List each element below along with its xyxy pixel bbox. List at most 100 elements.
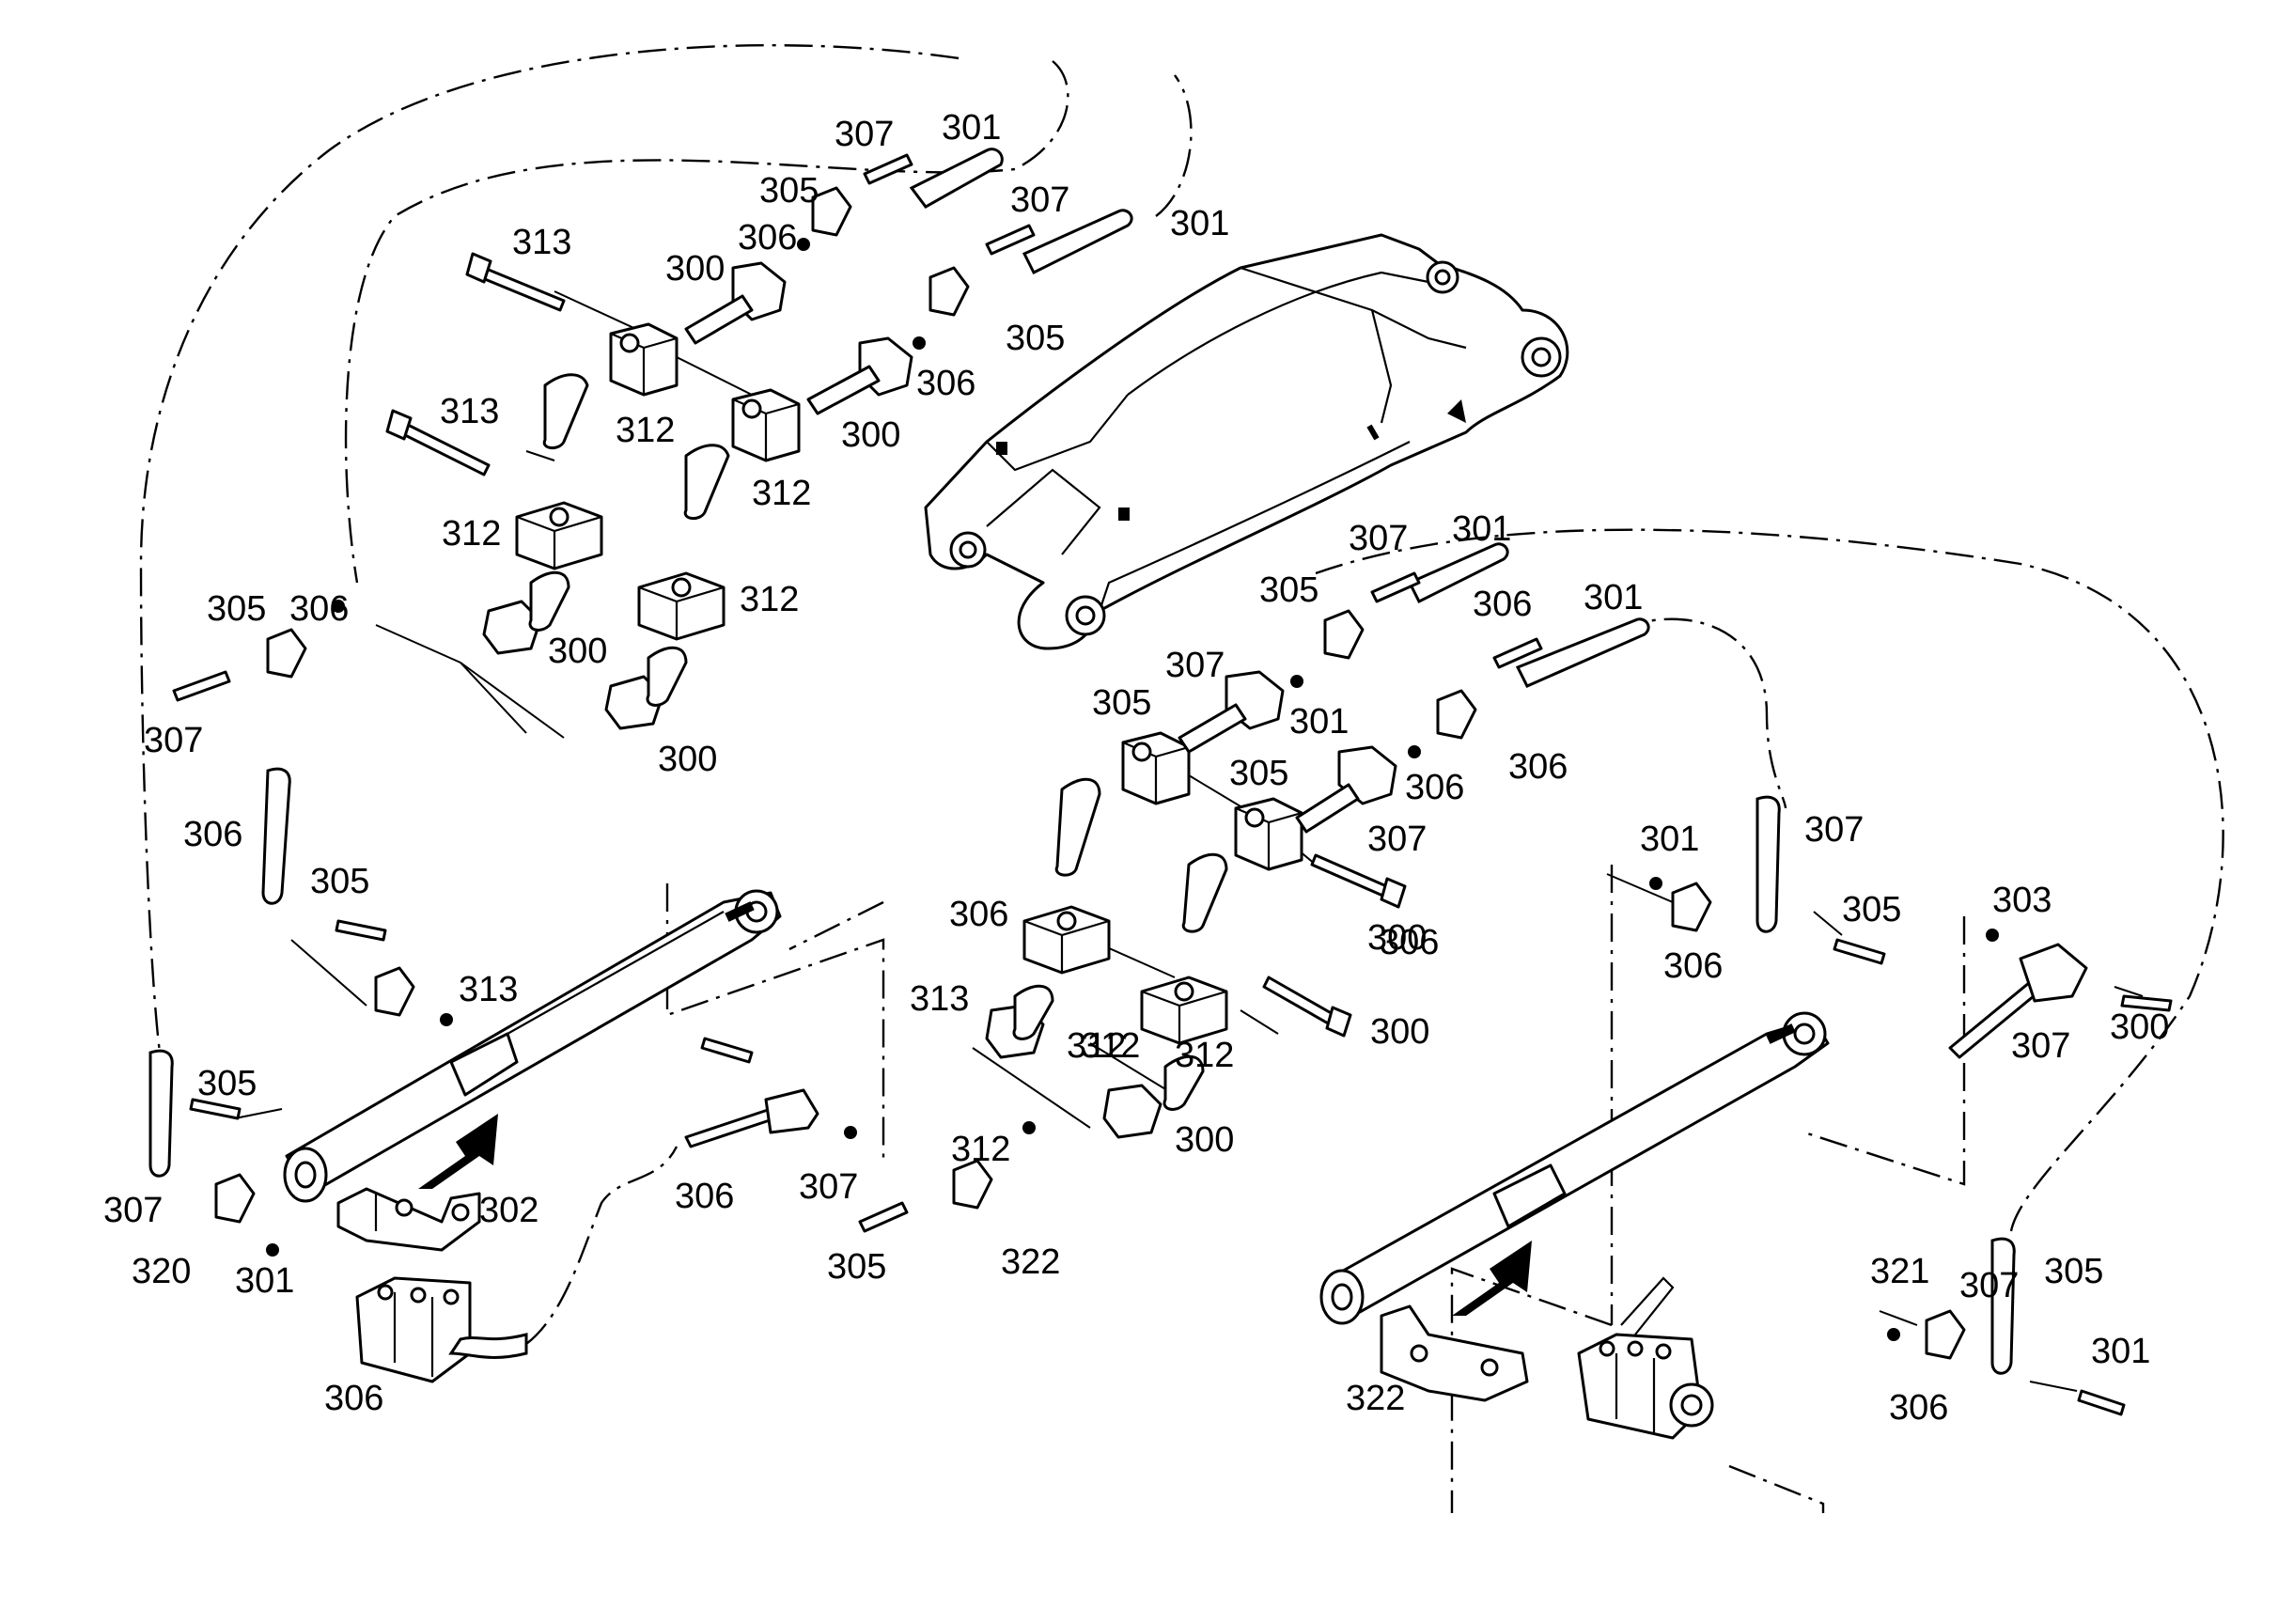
box-outline-right-mid xyxy=(1450,1267,1613,1513)
part-label: 305 xyxy=(1229,754,1288,793)
part-label: 322 xyxy=(1001,1242,1060,1282)
bolts-307 xyxy=(172,153,2173,1416)
part-label: 312 xyxy=(1081,1026,1140,1066)
part-label: 321 xyxy=(1870,1252,1929,1291)
part-label: 300 xyxy=(1175,1120,1234,1160)
part-label: 301 xyxy=(235,1261,294,1301)
split-flanges-305 xyxy=(214,186,1966,1360)
part-label: 312 xyxy=(752,474,811,513)
part-label: 312 xyxy=(616,411,675,450)
part-label: 312 xyxy=(740,580,799,619)
part-label: 300 xyxy=(665,249,725,289)
routing-line-left-bottom xyxy=(525,1146,679,1345)
part-label: 307 xyxy=(1165,646,1225,685)
boom-arm xyxy=(924,233,1569,650)
part-label: 305 xyxy=(2044,1252,2103,1291)
part-label: 301 xyxy=(1289,702,1349,742)
part-label: 307 xyxy=(103,1191,163,1230)
pipe-303 xyxy=(1948,943,2088,1059)
pipe-stubs xyxy=(528,373,1228,1111)
bolts-313 xyxy=(385,252,1407,1038)
leader-lines xyxy=(234,290,2144,1392)
part-label: 306 xyxy=(1663,946,1723,986)
clamp-block-312-h xyxy=(1140,976,1228,1045)
clamp-block-312-g xyxy=(1022,905,1111,975)
part-label: 302 xyxy=(479,1191,538,1230)
part-label: 300 xyxy=(1370,1012,1429,1052)
boom-arm-body xyxy=(924,233,1569,650)
clamp-block-312-e xyxy=(1121,731,1191,805)
routing-line-right-inner xyxy=(1615,617,1787,809)
part-label: 301 xyxy=(1584,578,1643,617)
part-label: 301 xyxy=(2091,1332,2150,1371)
part-label: 312 xyxy=(951,1130,1010,1169)
part-label: 306 xyxy=(1380,923,1439,962)
part-label: 322 xyxy=(1346,1379,1405,1418)
part-label: 312 xyxy=(1175,1036,1234,1075)
part-label: 301 xyxy=(1170,204,1229,243)
part-label: 301 xyxy=(942,108,1001,148)
part-label: 307 xyxy=(2011,1026,2070,1066)
clamp-block-312-a xyxy=(609,322,679,397)
routing-line-top-right xyxy=(1155,74,1193,217)
part-label: 301 xyxy=(1640,820,1699,859)
part-label: 300 xyxy=(841,415,900,455)
part-label: 307 xyxy=(1804,810,1864,850)
clamp-block-312-c xyxy=(515,501,603,570)
clamp-block-312-f xyxy=(1234,797,1303,871)
clamp-blocks-312 xyxy=(515,322,1303,1045)
box-outline-left-mid xyxy=(788,900,884,951)
part-label: 303 xyxy=(1992,881,2052,920)
part-label: 305 xyxy=(1842,890,1901,929)
part-label: 305 xyxy=(1092,683,1151,723)
part-label: 312 xyxy=(442,514,501,554)
clamp-block-312-b xyxy=(731,388,801,462)
part-label: 305 xyxy=(1006,319,1065,358)
part-label: 313 xyxy=(459,970,518,1009)
part-label: 306 xyxy=(949,895,1008,934)
valve-block-322-left xyxy=(355,1276,528,1383)
part-label: 307 xyxy=(799,1167,858,1207)
routing-line-right-outer xyxy=(1315,528,2224,1232)
part-label: 307 xyxy=(1367,820,1427,859)
bracket-321 xyxy=(336,1187,481,1252)
part-label: 300 xyxy=(548,632,607,671)
part-label: 306 xyxy=(916,364,975,403)
hydraulic-cylinder-right xyxy=(1319,1011,1830,1325)
pipe-302 xyxy=(684,1088,819,1148)
part-label: 307 xyxy=(835,115,894,154)
part-label: 307 xyxy=(144,721,203,760)
part-label: 313 xyxy=(512,223,571,262)
part-label: 307 xyxy=(1010,180,1069,220)
part-label: 320 xyxy=(132,1252,191,1291)
box-outline-right-303 xyxy=(1803,916,1966,1186)
direction-arrow-left xyxy=(418,1114,498,1189)
direction-arrow-right xyxy=(1452,1241,1532,1316)
part-label: 305 xyxy=(759,171,819,211)
part-label: 307 xyxy=(1959,1266,2019,1305)
part-label: 306 xyxy=(675,1177,734,1216)
part-label: 313 xyxy=(440,392,499,431)
valve-block-322-right xyxy=(1577,1276,1714,1440)
part-label: 306 xyxy=(183,815,242,854)
part-labels: 307 301 305 307 301 313 306 300 305 306 … xyxy=(103,108,2169,1428)
part-label: 301 xyxy=(1452,509,1511,549)
part-label: 313 xyxy=(910,979,969,1019)
part-label: 306 xyxy=(1405,768,1464,807)
part-label: 305 xyxy=(207,589,266,629)
part-label: 300 xyxy=(2110,1007,2169,1047)
part-label: 306 xyxy=(289,589,349,629)
part-label: 312 xyxy=(1067,1026,1126,1066)
part-label: 306 xyxy=(1889,1388,1948,1428)
box-outline-right-322 xyxy=(1728,1464,1825,1513)
part-label: 305 xyxy=(1259,570,1318,610)
part-label: 307 xyxy=(1349,519,1408,558)
part-label: 300 xyxy=(658,740,717,779)
hoses-301 xyxy=(148,148,2016,1375)
part-label: 306 xyxy=(1473,585,1532,624)
bracket-320 xyxy=(1380,1304,1529,1402)
part-label: 305 xyxy=(827,1247,886,1287)
clamp-block-312-d xyxy=(637,571,726,641)
part-label: 300 xyxy=(1367,918,1427,958)
